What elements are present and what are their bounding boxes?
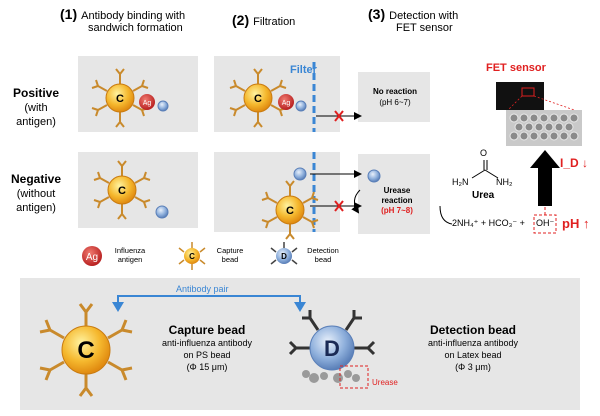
legend-antigen-label: Influenza antigen (108, 246, 152, 264)
urea-oxygen: O (480, 148, 488, 158)
detect-bead-pos1 (157, 100, 169, 112)
legend-detect-label: Detection bead (300, 246, 346, 264)
x-mark-pos (334, 110, 344, 122)
no-reaction-text: No reaction (372, 87, 417, 96)
panel-negative-step2 (214, 152, 340, 232)
row-negative-title: Negative (10, 172, 62, 186)
bead-c-pos1: C (116, 93, 124, 105)
legend-detect-l2: bead (314, 255, 332, 264)
row-positive-title: Positive (12, 86, 60, 100)
detect-desc-l3: (Φ 3 μm) (455, 362, 491, 372)
row-label-negative: Negative (without antigen) (6, 172, 66, 215)
legend-capture-label: Capture bead (208, 246, 252, 264)
step-2-header: (2)Filtration (232, 12, 296, 28)
legend-antigen-icon (82, 246, 102, 266)
step-3-header: (3)Detection with FET sensor (368, 6, 459, 34)
detect-bead-pos2 (295, 100, 307, 112)
capture-bead-desc: Capture bead anti-influenza antibody on … (132, 324, 282, 373)
fet-sensor-image (496, 82, 582, 146)
no-reaction-label: No reaction (pH 6~7) (360, 86, 430, 108)
urea-arrow (439, 205, 453, 225)
urea-h2n: H₂N (452, 177, 469, 187)
detect-desc-l2: on Latex bead (444, 350, 502, 360)
capture-title: Capture bead (168, 323, 246, 337)
panel-negative-step1 (78, 152, 198, 228)
urea-nh2: NH₂ (496, 177, 513, 187)
urease-reaction-l1: Urease (383, 186, 411, 195)
hydroxide-label: OH⁻ (536, 218, 555, 228)
urease-reaction-label: Urease reaction (pH 7~8) (364, 186, 430, 216)
panel-positive-step3 (358, 72, 430, 122)
capture-desc-l2: on PS bead (183, 350, 231, 360)
capture-bead-pos1 (91, 68, 149, 128)
legend-c-text: C (189, 252, 195, 261)
legend-capture-l2: bead (221, 255, 239, 264)
legend-detect-icon (270, 242, 298, 265)
row-label-positive: Positive (with antigen) (6, 86, 66, 129)
antigen-pos1 (139, 94, 155, 110)
detect-bead-neg2 (293, 167, 307, 181)
capture-desc-l3: (Φ 15 μm) (186, 362, 228, 372)
panel-positive-step2 (214, 56, 340, 132)
reaction-products: 2NH₄⁺ + HCO₃⁻ + (452, 218, 525, 228)
row-positive-line2: (with (24, 102, 48, 114)
step-1-line1: Antibody binding with (81, 10, 186, 22)
legend-ag-text: Ag (86, 252, 98, 263)
antigen-pos2 (278, 94, 294, 110)
step-2-line1: Filtration (253, 16, 296, 28)
bead-c-neg2: C (286, 205, 294, 217)
urease-curve-arrow (351, 189, 361, 214)
x-mark-neg (334, 200, 344, 212)
big-capture-bead (39, 303, 133, 397)
step-3-line2: FET sensor (396, 22, 453, 34)
row-negative-line2: (without (16, 188, 56, 200)
detect-bead-desc: Detection bead anti-influenza antibody o… (398, 324, 548, 373)
detect-title: Detection bead (429, 323, 516, 337)
step-1-header: (1)Antibody binding with sandwich format… (60, 6, 186, 34)
big-bead-d-text: D (324, 336, 340, 361)
legend-capture-l1: Capture (216, 246, 244, 255)
legend-detect-l1: Detection (307, 246, 339, 255)
drain-current-label: I_D ↓ (560, 156, 589, 170)
row-positive-line3: antigen) (16, 116, 56, 128)
step-2-number: (2) (232, 12, 250, 28)
row-negative-line3: antigen) (16, 202, 56, 214)
step-3-line1: Detection with (389, 10, 459, 22)
legend-ag-l2: antigen (117, 255, 143, 264)
step-1-number: (1) (60, 6, 78, 22)
step-1-line2: sandwich formation (88, 22, 183, 34)
detect-bead-neg1 (155, 205, 169, 219)
big-bead-c-text: C (77, 337, 94, 364)
ag-pos2: Ag (282, 100, 291, 107)
no-reaction-ph: (pH 6~7) (379, 98, 411, 107)
bead-c-neg1: C (118, 185, 126, 197)
fet-sensor-label: FET sensor (486, 62, 546, 74)
panel-negative-step3 (358, 154, 430, 234)
detect-desc-l1: anti-influenza antibody (427, 338, 519, 348)
capture-desc-l1: anti-influenza antibody (161, 338, 253, 348)
bead-c-pos2: C (254, 93, 262, 105)
urease-reaction-l2: reaction (381, 196, 413, 205)
antibody-pair-label: Antibody pair (176, 284, 229, 294)
antibody-pair-bracket (117, 295, 301, 306)
legend-d-text: D (281, 252, 287, 261)
urea-label: Urea (472, 190, 495, 201)
urease-ph: (pH 7~8) (381, 206, 413, 215)
capture-bead-neg2 (261, 180, 319, 240)
detect-bead-neg3 (367, 169, 381, 183)
panel-positive-step1 (78, 56, 198, 132)
big-up-arrow (530, 150, 560, 206)
legend-capture-icon (178, 242, 206, 270)
ph-up-label: pH ↑ (562, 216, 590, 231)
filter-label: Filter (290, 64, 317, 76)
capture-bead-neg1 (93, 160, 151, 220)
urease-label: Urease (372, 378, 398, 387)
ag-pos1: Ag (143, 100, 152, 107)
legend-ag-l1: Influenza (114, 246, 146, 255)
step-3-number: (3) (368, 6, 386, 22)
urea-molecule (471, 160, 499, 179)
